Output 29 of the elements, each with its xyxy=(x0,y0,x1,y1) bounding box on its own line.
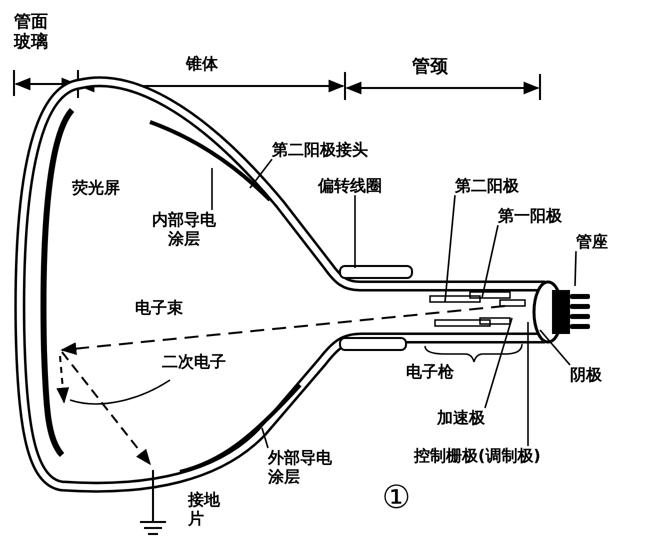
leader-line xyxy=(481,225,499,298)
callout-label: 控制栅极(调制极) xyxy=(414,446,541,466)
part-label: 接地片 xyxy=(188,490,222,528)
leader-line xyxy=(261,428,269,448)
callout-label: 第二阳极接头 xyxy=(272,140,368,160)
leader-line xyxy=(354,195,356,268)
callout-label: 管座 xyxy=(576,232,608,252)
leader-line xyxy=(574,251,577,286)
part-label: 电子束 xyxy=(135,298,183,318)
callout-label: 加速极 xyxy=(437,408,485,428)
callout-label: 第一阳极 xyxy=(498,206,562,226)
callout-label: 阴极 xyxy=(570,365,602,384)
callout-label: 内部导电涂层 xyxy=(148,210,220,248)
leader-line xyxy=(527,322,529,446)
leader-line xyxy=(444,195,456,302)
dimension-label: 锥体 xyxy=(186,54,218,74)
part-label: 电子枪 xyxy=(406,362,454,382)
figure-number: ① xyxy=(382,478,411,516)
dimension-label: 管颈 xyxy=(412,56,448,78)
leader-line xyxy=(539,329,571,366)
part-label: 荧光屏 xyxy=(72,178,120,198)
leader-line xyxy=(249,158,273,188)
callout-label: 外部导电涂层 xyxy=(268,448,338,486)
callout-label: 第二阳极 xyxy=(455,176,519,196)
callout-label: 偏转线圈 xyxy=(318,176,382,196)
leader-line xyxy=(484,318,513,408)
part-label: 二次电子 xyxy=(162,352,226,372)
dimension-label: 管面玻璃 xyxy=(14,12,49,53)
leader-line xyxy=(211,168,213,210)
